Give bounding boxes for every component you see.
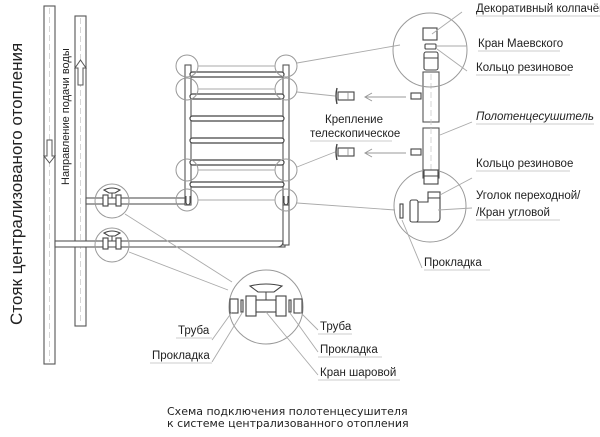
flow-arrow-up-icon xyxy=(74,59,87,86)
riser-label: Стояк централизованого отопления xyxy=(7,43,26,325)
gasket-right xyxy=(399,203,404,219)
upper-ball-valve xyxy=(102,187,122,207)
rubber-ring-top-label: Кольцо резиновое xyxy=(476,62,573,74)
lower-valve-detail-circle xyxy=(94,227,130,263)
adapter-corner-label-2: /Кран угловой xyxy=(476,207,550,219)
towel-dryer-label: Полотенцесушитель xyxy=(476,111,594,123)
exploded-rail xyxy=(410,71,440,179)
gasket-left-label: Прокладка xyxy=(152,350,210,362)
telescopic-mount-top xyxy=(335,87,355,105)
decorative-cap xyxy=(422,27,438,41)
ball-valve-exploded xyxy=(229,283,303,317)
lower-ball-valve xyxy=(102,230,122,250)
rubber-ring-top xyxy=(423,51,439,71)
mayevsky-valve-label: Кран Маевского xyxy=(478,38,563,50)
riser-pipe xyxy=(43,5,56,365)
upper-valve-detail-circle xyxy=(94,183,130,219)
decorative-cap-label: Декоративный колпачёк xyxy=(476,3,600,15)
ball-valve-detail-circle xyxy=(228,269,304,345)
caption-line-2: к системе централизованного отопления xyxy=(167,417,409,430)
adapter-corner xyxy=(409,191,441,223)
towel-dryer xyxy=(184,64,290,248)
rubber-ring-bottom-label: Кольцо резиновое xyxy=(476,158,573,170)
flow-arrow-down-icon xyxy=(42,139,57,164)
upper-supply-pipe xyxy=(85,197,191,205)
mount-arrow-bottom-icon xyxy=(363,148,406,158)
flow-direction-label: Направление подачи воды xyxy=(60,48,72,185)
lower-return-pipe xyxy=(54,240,286,248)
telescopic-mount-label-1: Крепление xyxy=(325,114,383,126)
mayevsky-valve xyxy=(424,43,437,50)
top-fittings-detail-circle xyxy=(392,12,468,88)
telescopic-mount-bottom xyxy=(335,143,355,161)
gasket-bottom-right-label: Прокладка xyxy=(320,344,378,356)
pipe-left-label: Труба xyxy=(178,325,210,337)
caption-line-1: Схема подключения полотенцесушителя xyxy=(167,405,408,418)
mount-arrow-top-icon xyxy=(363,92,406,102)
telescopic-mount-label-2: телескопическое xyxy=(310,128,400,140)
rubber-ring-bottom xyxy=(423,169,439,185)
ball-valve-label: Кран шаровой xyxy=(320,367,396,379)
gasket-right-label: Прокладка xyxy=(424,257,482,269)
adapter-corner-label-1: Уголок переходной/ xyxy=(476,190,581,202)
pipe-right-label: Труба xyxy=(320,321,352,333)
